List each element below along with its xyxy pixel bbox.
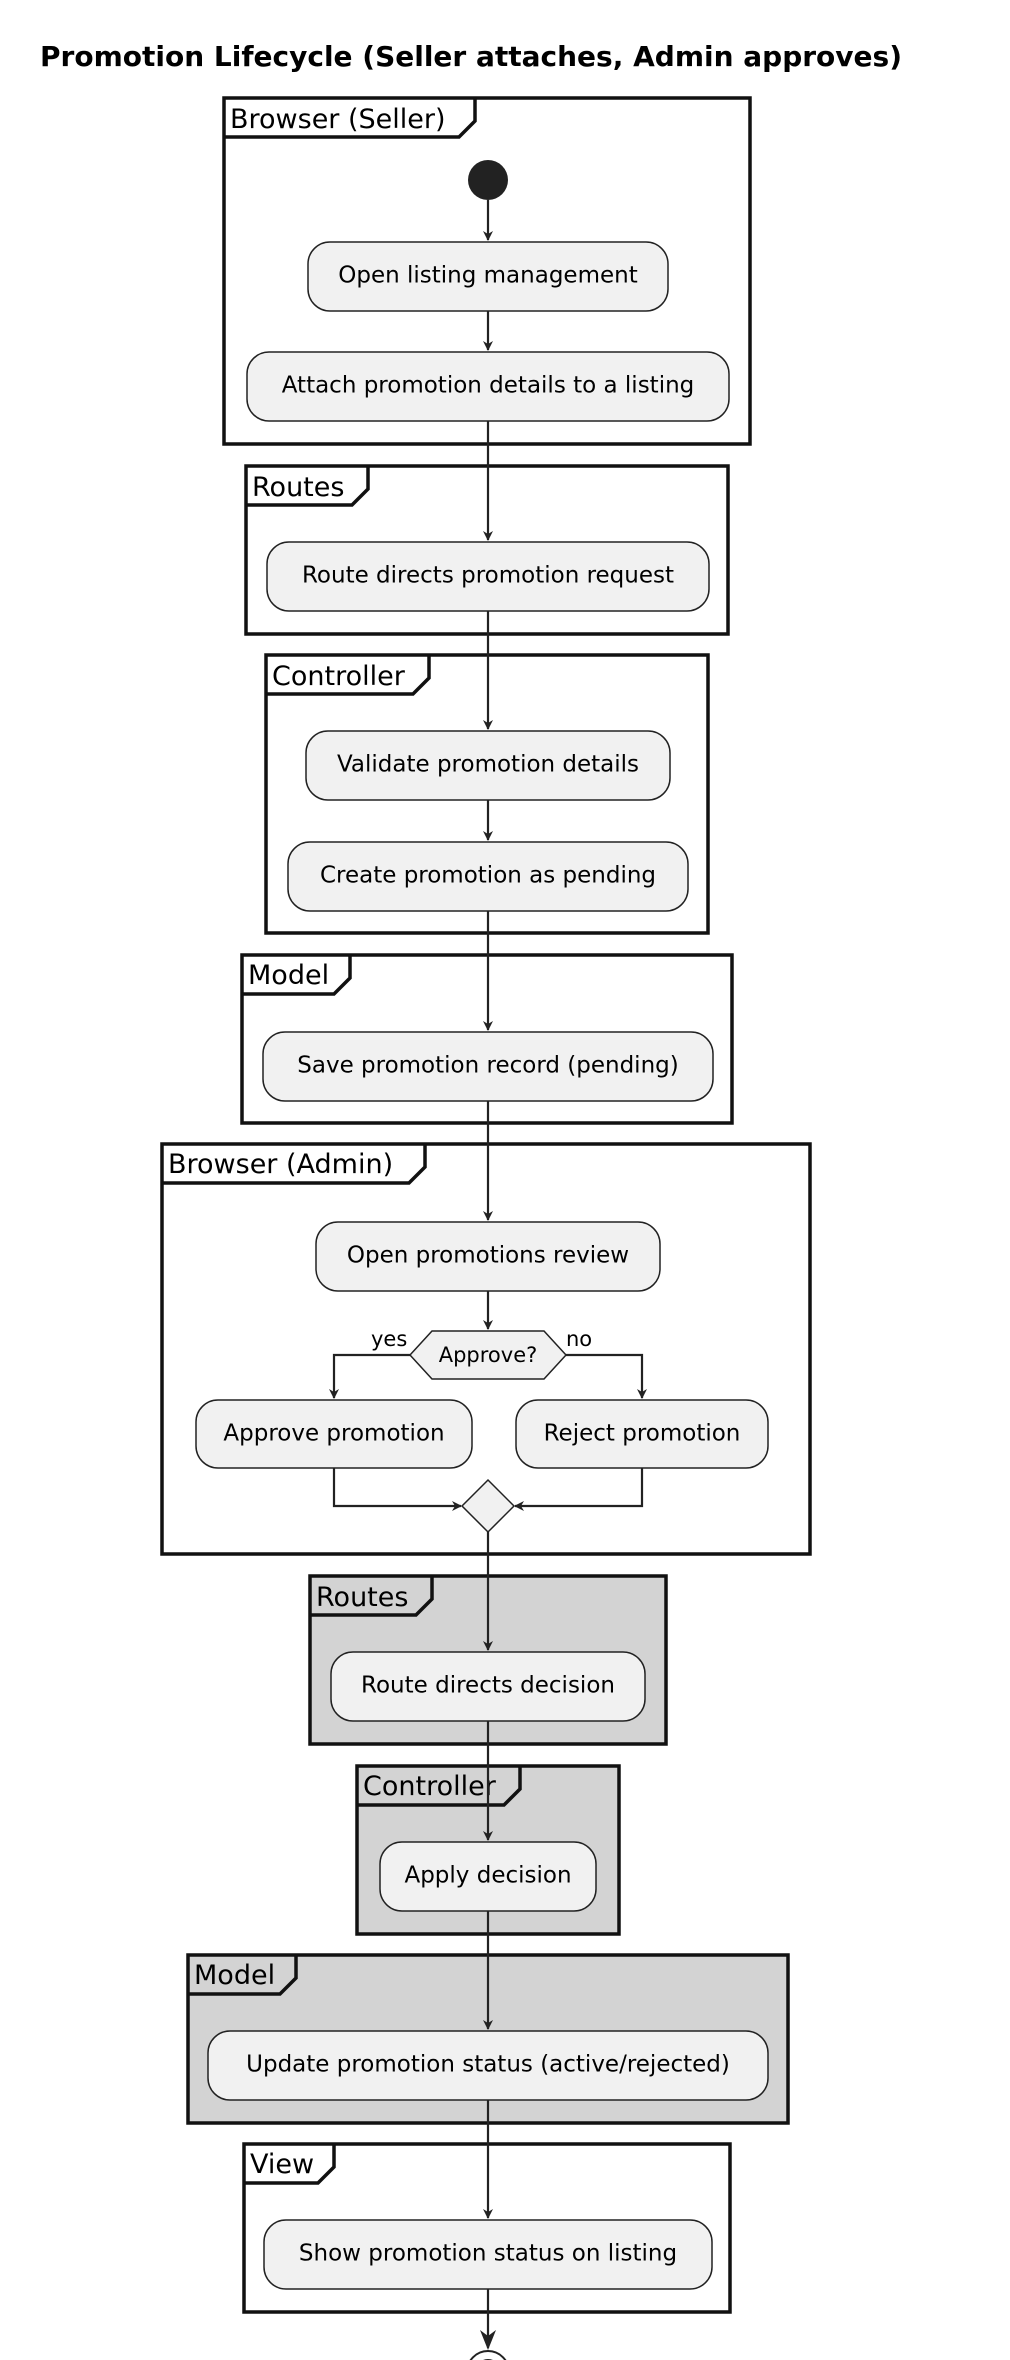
frame-label: Controller (272, 661, 406, 692)
activity-validate: Validate promotion details (305, 730, 671, 801)
activity-update-status: Update promotion status (active/rejected… (207, 2030, 769, 2101)
activity-route-request: Route directs promotion request (266, 541, 710, 612)
frame-label: Routes (316, 1582, 408, 1613)
decision-yes-label: yes (371, 1327, 407, 1351)
end-node (469, 2350, 507, 2360)
svg-text:Reject promotion: Reject promotion (544, 1421, 741, 1447)
activity-approve: Approve promotion (195, 1399, 473, 1469)
frame-label: Routes (252, 472, 344, 503)
activity-open-review: Open promotions review (315, 1221, 661, 1292)
svg-text:Validate promotion details: Validate promotion details (337, 752, 639, 778)
svg-text:Attach promotion details to a: Attach promotion details to a listing (282, 373, 695, 399)
activity-save-record: Save promotion record (pending) (262, 1031, 714, 1102)
activity-reject: Reject promotion (515, 1399, 769, 1469)
svg-text:Apply decision: Apply decision (404, 1863, 571, 1889)
svg-text:Create promotion as pending: Create promotion as pending (320, 863, 656, 889)
svg-text:Update promotion status (activ: Update promotion status (active/rejected… (246, 2052, 730, 2078)
svg-text:Route directs decision: Route directs decision (361, 1673, 615, 1699)
decision-approve: Approve? yes no (371, 1327, 592, 1380)
activity-route-decision: Route directs decision (330, 1651, 646, 1722)
flow-edges (329, 200, 647, 2350)
start-node (468, 160, 508, 200)
svg-text:Route directs promotion reques: Route directs promotion request (302, 563, 674, 589)
activity-create-pending: Create promotion as pending (287, 841, 689, 912)
decision-label: Approve? (439, 1343, 538, 1367)
activity-apply-decision: Apply decision (379, 1841, 597, 1912)
svg-text:Open promotions review: Open promotions review (347, 1243, 629, 1269)
frame-label: Model (248, 960, 329, 991)
frame-label: Browser (Admin) (168, 1149, 393, 1180)
frame-label: View (250, 2149, 314, 2180)
svg-text:Approve promotion: Approve promotion (223, 1421, 444, 1447)
activity-show-status: Show promotion status on listing (263, 2219, 713, 2290)
frame-label: Browser (Seller) (230, 104, 446, 135)
svg-text:Open listing management: Open listing management (338, 263, 637, 289)
svg-text:Show promotion status on listi: Show promotion status on listing (299, 2241, 677, 2267)
frame-label: Model (194, 1960, 275, 1991)
diagram-title: Promotion Lifecycle (Seller attaches, Ad… (40, 40, 902, 73)
svg-text:Save promotion record (pending: Save promotion record (pending) (297, 1053, 678, 1079)
merge-node (460, 1478, 516, 1534)
activity-open-listing: Open listing management (307, 241, 669, 312)
decision-no-label: no (566, 1327, 592, 1351)
frame-label: Controller (363, 1771, 497, 1802)
activity-attach-promotion: Attach promotion details to a listing (246, 351, 730, 422)
